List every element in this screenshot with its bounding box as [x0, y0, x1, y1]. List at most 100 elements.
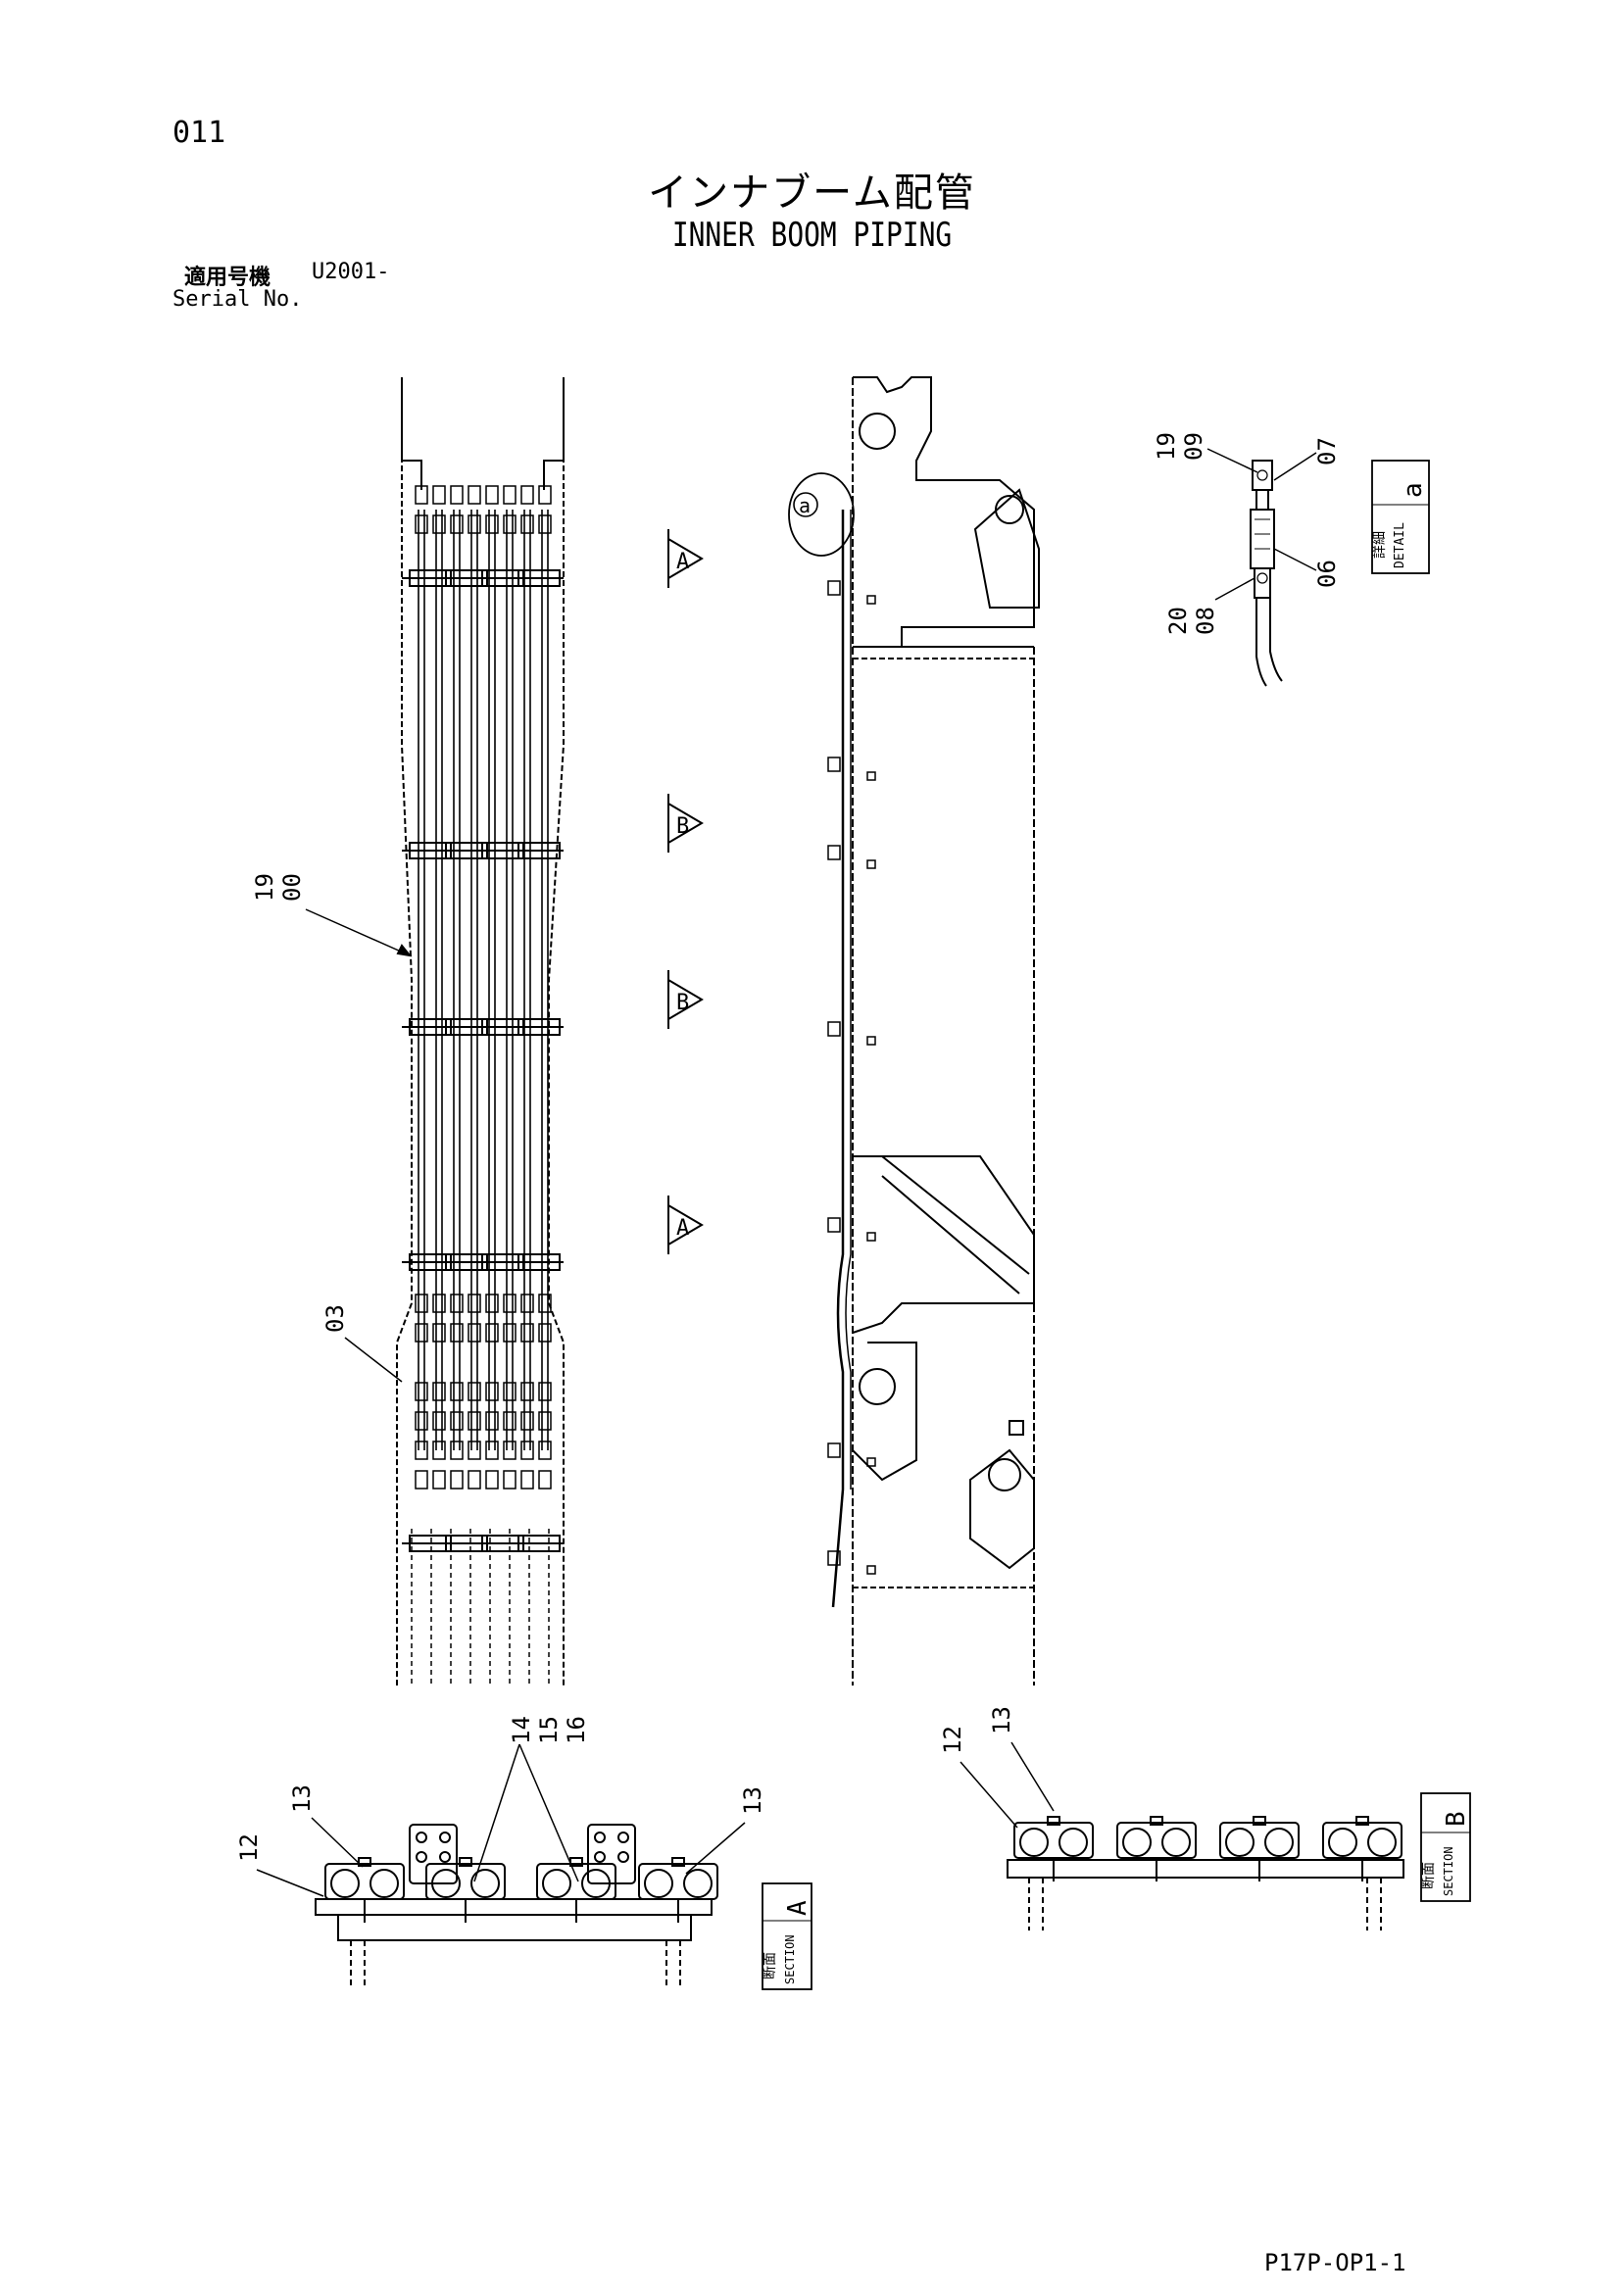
pipe-section: [1058, 1828, 1088, 1857]
callout-12-section-b: 12: [939, 1726, 1018, 1829]
side-lower-link-2: [969, 1448, 1035, 1570]
svg-text:15: 15: [535, 1716, 563, 1744]
section-marker-b-lower: B: [667, 970, 704, 1029]
hose-fitting: [485, 1470, 499, 1490]
detail-fitting: [1250, 460, 1275, 599]
hose-fitting: [520, 1294, 534, 1313]
svg-text:19: 19: [251, 873, 278, 902]
section-b-legs: [1028, 1878, 1382, 1930]
section-a-drawing: [315, 1824, 718, 1989]
hose-line: [506, 510, 514, 1450]
svg-text:SECTION: SECTION: [783, 1934, 797, 1984]
fitting-rows: [415, 485, 552, 1490]
svg-text:14: 14: [508, 1716, 535, 1744]
hose-fitting: [450, 1441, 464, 1460]
side-clamp: [827, 757, 841, 772]
pipe-section: [1264, 1828, 1294, 1857]
hose-fitting: [450, 1470, 464, 1490]
hose-fitting: [503, 1441, 517, 1460]
svg-text:07: 07: [1313, 437, 1341, 465]
svg-text:09: 09: [1180, 432, 1207, 461]
pin-hole-top-right: [995, 495, 1024, 524]
clamp-bolt-head: [459, 1857, 472, 1867]
hose-fitting: [468, 1470, 481, 1490]
section-b-base-plate: [1007, 1859, 1404, 1879]
hose-fitting: [485, 1441, 499, 1460]
side-top-plate: [853, 376, 1035, 648]
detail-a-label-box: 詳細 DETAIL a: [1371, 460, 1430, 574]
hose-line: [488, 510, 496, 1450]
hose-fitting: [450, 1382, 464, 1401]
side-bolt: [866, 1565, 876, 1575]
hose-fitting: [432, 1294, 446, 1313]
hose-fitting: [468, 485, 481, 505]
bracket-hole: [439, 1832, 451, 1843]
bracket-hole: [594, 1832, 606, 1843]
callout-13-section-b: 13: [988, 1706, 1055, 1812]
title-japanese: インナブーム配管: [648, 171, 976, 216]
hose-fitting: [503, 1323, 517, 1343]
hose-fitting: [503, 1294, 517, 1313]
svg-text:断面: 断面: [763, 1952, 778, 1979]
hose-fitting: [432, 1470, 446, 1490]
boom-outline-left: [396, 377, 413, 1685]
svg-text:19: 19: [1153, 432, 1180, 461]
pipe-section: [1161, 1828, 1191, 1857]
svg-text:03: 03: [321, 1304, 349, 1333]
bracket-hole: [617, 1832, 629, 1843]
svg-text:B: B: [676, 991, 689, 1015]
section-marker-b-upper: B: [667, 794, 704, 853]
top-view-boom: [396, 377, 565, 1685]
pipe-section: [1367, 1828, 1397, 1857]
section-a-floor: [337, 1914, 692, 1941]
pipe-section: [1328, 1828, 1357, 1857]
hose-fitting: [415, 1411, 428, 1431]
hose-fitting: [468, 1323, 481, 1343]
pipe-section: [369, 1869, 399, 1898]
hose-fitting: [432, 485, 446, 505]
hose-line: [470, 510, 478, 1450]
boom-top-fork: [401, 377, 565, 490]
hose-fitting: [485, 1411, 499, 1431]
hose-fitting: [538, 1294, 552, 1313]
clamp-bolt-head: [1355, 1816, 1369, 1826]
hose-fitting: [450, 1411, 464, 1431]
svg-text:B: B: [676, 814, 689, 839]
pipe-section: [1225, 1828, 1255, 1857]
callout-03: 03: [321, 1304, 403, 1383]
pipe-section: [581, 1869, 611, 1898]
serial-label-japanese: 適用号機: [184, 266, 271, 290]
boom-outline-right: [548, 377, 565, 1685]
hose-fitting: [432, 1411, 446, 1431]
svg-text:12: 12: [235, 1833, 263, 1862]
svg-text:20: 20: [1164, 607, 1192, 635]
page-number: 011: [172, 116, 226, 150]
hose-fitting: [538, 1382, 552, 1401]
side-plate-square: [1009, 1420, 1024, 1436]
title-english: INNER BOOM PIPING: [671, 216, 953, 255]
bracket-hole: [439, 1851, 451, 1863]
section-b-clamps: [1013, 1816, 1403, 1881]
hose-fitting: [485, 1382, 499, 1401]
svg-text:断面: 断面: [1421, 1862, 1437, 1889]
side-bolt: [866, 1232, 876, 1242]
hose-fitting: [432, 1382, 446, 1401]
hose-line: [435, 510, 443, 1450]
hose-fitting: [450, 485, 464, 505]
svg-text:A: A: [783, 1900, 812, 1916]
svg-text:06: 06: [1313, 560, 1341, 588]
clamp-bolt-head: [1150, 1816, 1163, 1826]
pipe-section: [644, 1869, 673, 1898]
hose-fitting: [503, 514, 517, 534]
pipe-section: [330, 1869, 360, 1898]
hose-fitting: [468, 1294, 481, 1313]
hose-line: [523, 510, 531, 1450]
bracket-hole: [617, 1851, 629, 1863]
side-bolt: [866, 1036, 876, 1046]
hose-fitting: [432, 514, 446, 534]
hose-fitting: [415, 1294, 428, 1313]
hose-fitting: [520, 485, 534, 505]
svg-text:SECTION: SECTION: [1442, 1846, 1455, 1896]
hose-fitting: [538, 1441, 552, 1460]
